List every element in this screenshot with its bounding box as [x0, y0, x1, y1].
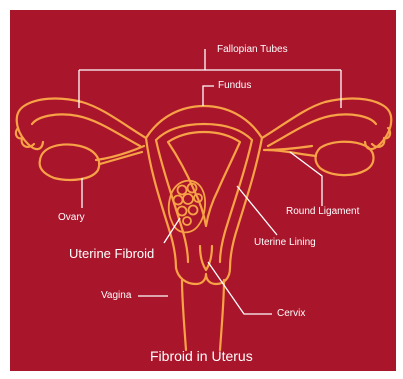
label-uterine-lining: Uterine Lining [254, 237, 316, 249]
label-cervix: Cervix [277, 308, 305, 320]
fibroid-nodule [178, 186, 187, 195]
tube-inner-edge-left [32, 114, 140, 146]
label-vagina: Vagina [101, 290, 131, 302]
ovary-left [40, 145, 100, 180]
fibroid-nodule [178, 207, 187, 216]
round-ligament-right [264, 146, 312, 150]
fibroid-nodule [189, 206, 198, 215]
cervical-canal [200, 246, 212, 270]
vagina-walls [182, 280, 224, 350]
label-ovary: Ovary [58, 212, 85, 224]
label-round-ligament: Round Ligament [286, 206, 359, 218]
leader-fallopian-tubes [79, 49, 341, 108]
tube-inner-edge-right [268, 114, 376, 146]
fibroid-nodule [174, 196, 183, 205]
diagram-caption: Fibroid in Uterus [150, 348, 253, 364]
label-fallopian-tubes: Fallopian Tubes [217, 44, 288, 56]
label-fundus: Fundus [218, 80, 251, 92]
leader-round-ligament [290, 152, 322, 206]
leader-cervix [208, 262, 272, 314]
fibroid-nodule [183, 194, 193, 204]
fibroid-nodule [183, 217, 191, 225]
ovary-right [316, 142, 374, 175]
label-uterine-fibroid: Uterine Fibroid [69, 246, 154, 261]
leader-fundus [203, 86, 214, 106]
